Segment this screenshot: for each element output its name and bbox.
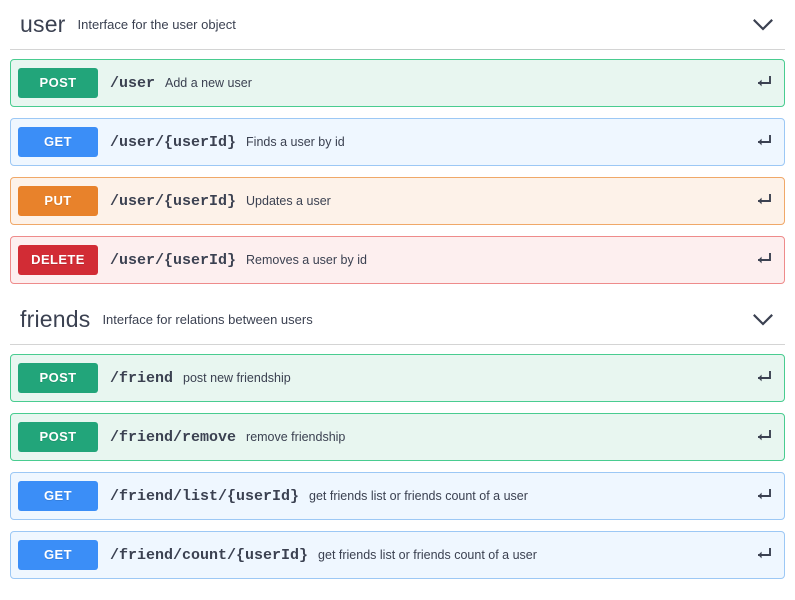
return-arrow-icon[interactable] bbox=[754, 251, 772, 269]
operation-row-get-user-1[interactable]: GET /user/{userId} Finds a user by id bbox=[10, 118, 785, 166]
tag-description-friends: Interface for relations between users bbox=[102, 312, 313, 327]
operation-row-post-user-0[interactable]: POST /user Add a new user bbox=[10, 59, 785, 107]
operation-path: /friend/count/{userId} bbox=[110, 546, 309, 564]
operation-row-get-friends-2[interactable]: GET /friend/list/{userId} get friends li… bbox=[10, 472, 785, 520]
return-arrow-icon[interactable] bbox=[754, 369, 772, 387]
operation-summary: get friends list or friends count of a u… bbox=[318, 548, 537, 562]
operation-summary: Updates a user bbox=[246, 194, 331, 208]
operation-row-delete-user-3[interactable]: DELETE /user/{userId} Removes a user by … bbox=[10, 236, 785, 284]
operation-summary: remove friendship bbox=[246, 430, 346, 444]
operation-path: /user/{userId} bbox=[110, 251, 237, 269]
operation-summary: post new friendship bbox=[183, 371, 291, 385]
return-arrow-icon[interactable] bbox=[754, 546, 772, 564]
tag-header-friends[interactable]: friends Interface for relations between … bbox=[10, 295, 785, 345]
chevron-down-icon[interactable] bbox=[751, 13, 775, 37]
tag-section-user: user Interface for the user object POST … bbox=[0, 0, 795, 284]
operation-row-post-friends-1[interactable]: POST /friend/remove remove friendship bbox=[10, 413, 785, 461]
api-operations-root: user Interface for the user object POST … bbox=[0, 0, 795, 579]
http-method-badge-get: GET bbox=[18, 481, 98, 511]
operation-path: /friend/list/{userId} bbox=[110, 487, 300, 505]
tag-title-friends: friends bbox=[20, 306, 91, 332]
operation-path: /friend/remove bbox=[110, 428, 237, 446]
operation-row-post-friends-0[interactable]: POST /friend post new friendship bbox=[10, 354, 785, 402]
operation-path: /friend bbox=[110, 369, 174, 387]
operation-path: /user/{userId} bbox=[110, 133, 237, 151]
http-method-badge-put: PUT bbox=[18, 186, 98, 216]
operation-path: /user bbox=[110, 74, 156, 92]
return-arrow-icon[interactable] bbox=[754, 487, 772, 505]
tag-title-user: user bbox=[20, 11, 66, 37]
tag-header-user[interactable]: user Interface for the user object bbox=[10, 0, 785, 50]
return-arrow-icon[interactable] bbox=[754, 192, 772, 210]
tag-description-user: Interface for the user object bbox=[77, 17, 236, 32]
operation-summary: Finds a user by id bbox=[246, 135, 345, 149]
operation-summary: Add a new user bbox=[165, 76, 252, 90]
tag-section-friends: friends Interface for relations between … bbox=[0, 295, 795, 579]
operation-summary: get friends list or friends count of a u… bbox=[309, 489, 528, 503]
http-method-badge-post: POST bbox=[18, 363, 98, 393]
return-arrow-icon[interactable] bbox=[754, 428, 772, 446]
chevron-down-icon[interactable] bbox=[751, 308, 775, 332]
http-method-badge-post: POST bbox=[18, 68, 98, 98]
operation-row-put-user-2[interactable]: PUT /user/{userId} Updates a user bbox=[10, 177, 785, 225]
operation-list: POST /friend post new friendship POST /f… bbox=[0, 354, 795, 579]
return-arrow-icon[interactable] bbox=[754, 133, 772, 151]
operation-list: POST /user Add a new user GET /user/{use… bbox=[0, 59, 795, 284]
http-method-badge-delete: DELETE bbox=[18, 245, 98, 275]
operation-summary: Removes a user by id bbox=[246, 253, 367, 267]
operation-row-get-friends-3[interactable]: GET /friend/count/{userId} get friends l… bbox=[10, 531, 785, 579]
http-method-badge-get: GET bbox=[18, 540, 98, 570]
http-method-badge-post: POST bbox=[18, 422, 98, 452]
operation-path: /user/{userId} bbox=[110, 192, 237, 210]
return-arrow-icon[interactable] bbox=[754, 74, 772, 92]
http-method-badge-get: GET bbox=[18, 127, 98, 157]
